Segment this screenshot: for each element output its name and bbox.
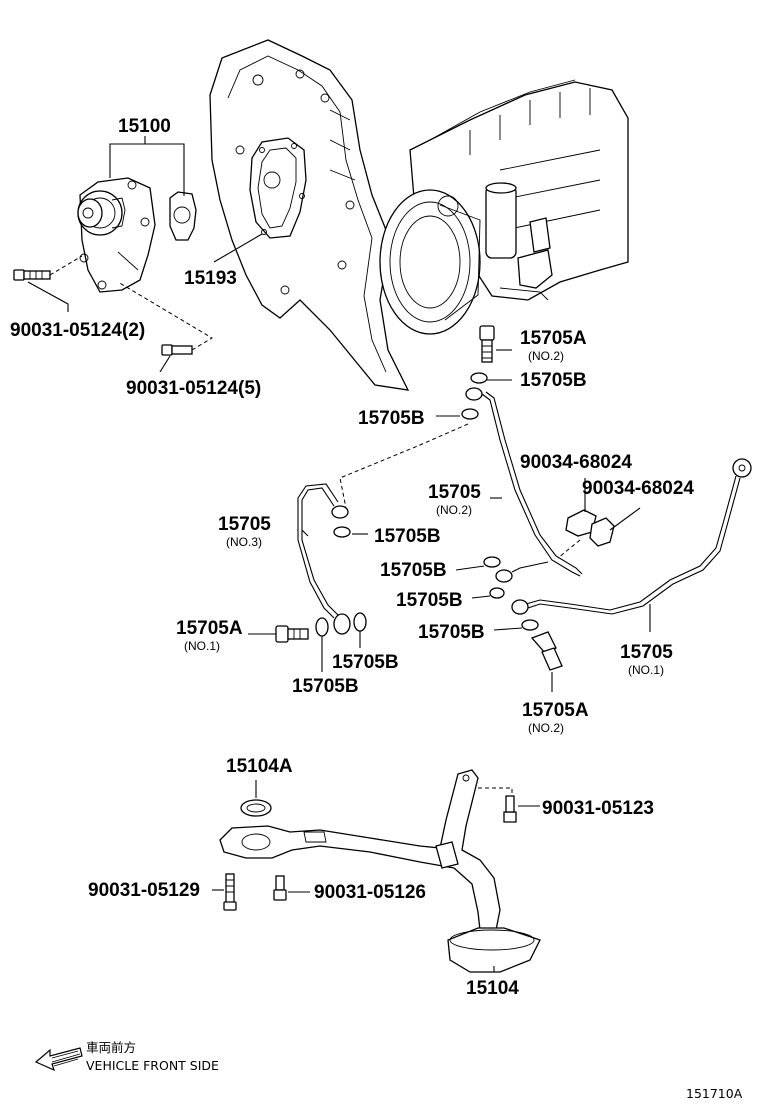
label-90031-05129: 90031-05129 [88, 880, 200, 901]
label-15705B-g: 15705B [332, 652, 399, 673]
label-15104A: 15104A [226, 756, 293, 777]
timing-cover-illustration [209, 39, 410, 391]
label-15705B-h: 15705B [292, 676, 359, 697]
bolt-90031-05126-illustration [273, 875, 287, 901]
label-15705A-top-sub: (NO.2) [528, 349, 564, 363]
label-15705B-f: 15705B [418, 622, 485, 643]
bolt-90031-05129-illustration [223, 873, 237, 911]
washer-mid-2 [489, 587, 505, 599]
gasket-15193-illustration [249, 137, 307, 239]
union-bolt-15705A-top [479, 325, 495, 363]
label-15705B-c: 15705B [374, 526, 441, 547]
clamp-90034-68024-illustration [557, 509, 615, 559]
label-15100: 15100 [118, 116, 171, 137]
washer-mid-1 [483, 556, 501, 568]
label-15705-no3: 15705 [218, 514, 271, 535]
label-15705B-e: 15705B [396, 590, 463, 611]
washer-top-2 [461, 408, 479, 420]
label-15705-no2-sub: (NO.2) [436, 503, 472, 517]
label-15705B-d: 15705B [380, 560, 447, 581]
label-15705-no2: 15705 [428, 482, 481, 503]
label-15705A-no1-sub: (NO.1) [184, 639, 220, 653]
washer-no3-left [315, 617, 329, 637]
label-15705A-bottom: 15705A [522, 700, 589, 721]
union-bolt-15705A-bottom [530, 631, 563, 671]
label-90031-05124-5: 90031-05124(5) [126, 378, 261, 399]
bolt-90031-05123-illustration [503, 795, 517, 823]
label-15705A-bottom-sub: (NO.2) [528, 721, 564, 735]
label-15104: 15104 [466, 978, 519, 999]
label-15705B-b: 15705B [358, 408, 425, 429]
engine-block-illustration [379, 79, 629, 335]
label-15705-no1: 15705 [620, 642, 673, 663]
label-90031-05123: 90031-05123 [542, 798, 654, 819]
leader-lines [27, 136, 651, 972]
washer-no3-right [353, 612, 367, 632]
vehicle-front-jp: 車両前方 [86, 1040, 136, 1055]
washer-mid-3 [521, 619, 539, 631]
label-15193: 15193 [184, 268, 237, 289]
label-15705-no3-sub: (NO.3) [226, 535, 262, 549]
bolts-90031-05124-illustration [13, 255, 213, 356]
water-pump-illustration [77, 177, 197, 293]
union-bolt-15705A-no1 [275, 625, 309, 643]
vehicle-front-arrow-icon [34, 1047, 83, 1072]
washer-top-1 [470, 372, 488, 384]
figure-id: 151710A [686, 1086, 743, 1101]
oil-pipe-no3-illustration [297, 483, 351, 635]
label-15705B-a: 15705B [520, 370, 587, 391]
label-90031-05124-2: 90031-05124(2) [10, 320, 145, 341]
label-90031-05126: 90031-05126 [314, 882, 426, 903]
vehicle-front-en: VEHICLE FRONT SIDE [86, 1058, 219, 1073]
label-90034-68024-b: 90034-68024 [582, 478, 694, 499]
oil-pipe-no2-illustration [465, 387, 583, 583]
label-15705-no1-sub: (NO.1) [628, 663, 664, 677]
gasket-15104A-illustration [240, 799, 272, 817]
oil-pipe-no1-illustration [511, 458, 752, 615]
oil-strainer-15104-illustration [219, 769, 541, 973]
washer-no3-top [333, 526, 351, 538]
label-15705A-top: 15705A [520, 328, 587, 349]
label-15705A-no1: 15705A [176, 618, 243, 639]
label-90034-68024-a: 90034-68024 [520, 452, 632, 473]
